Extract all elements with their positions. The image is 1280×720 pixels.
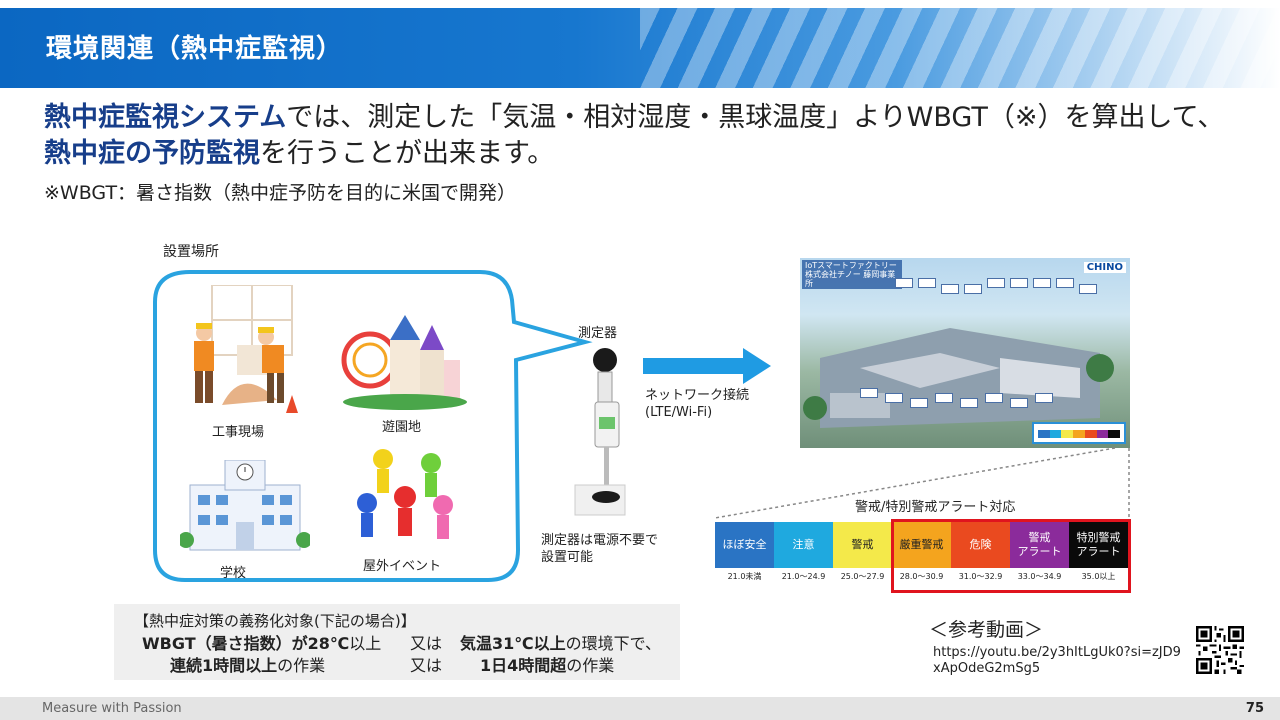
- alert-level-row: ほぼ安全注意警戒厳重警戒危険警戒 アラート特別警戒 アラート: [715, 522, 1128, 568]
- alert-range-label: 21.0〜24.9: [781, 572, 826, 581]
- obligation-text: の作業: [566, 656, 615, 675]
- obligation-line-2b: 1日4時間超の作業: [480, 652, 614, 676]
- network-label-line1: ネットワーク接続: [645, 388, 750, 403]
- sensor-tile: [918, 278, 936, 288]
- obligation-continuous: 連続1時間以上: [170, 656, 278, 675]
- intro-text-1: では、測定した「気温・相対湿度・黒球温度」よりWBGT（※）を算出して、: [286, 102, 1225, 133]
- header-stripes: [640, 8, 1280, 88]
- sensor-tile: [960, 398, 978, 408]
- zoom-connector: [715, 447, 1130, 519]
- alert-range-label: 28.0〜30.9: [899, 572, 944, 581]
- construction-site-illustration: [194, 285, 298, 413]
- factory-map: [803, 328, 1114, 428]
- sensor-tile: [910, 398, 928, 408]
- intro-highlight-system: 熱中症監視システム: [44, 102, 287, 133]
- sensor-tile: [1056, 278, 1074, 288]
- alert-level-cell: 注意: [774, 522, 833, 568]
- alert-range-label: 31.0〜32.9: [958, 572, 1003, 581]
- sensor-tile: [885, 393, 903, 403]
- intro-text-2: を行うことが出来ます。: [260, 138, 555, 169]
- alert-range-label: 21.0未満: [727, 572, 762, 581]
- header-bar: 環境関連（熱中症監視）: [0, 8, 1280, 88]
- obligation-title: 【熱中症対策の義務化対象(下記の場合)】: [134, 612, 416, 630]
- device-note-line1: 測定器は電源不要で: [541, 533, 659, 548]
- obligation-text: 以上: [349, 634, 382, 653]
- obligation-temp: 気温31℃以上: [460, 634, 566, 653]
- outdoor-event-illustration: [357, 449, 453, 539]
- obligation-line-1: WBGT（暑さ指数）が28℃以上: [142, 630, 381, 654]
- obligation-or-1: 又は: [410, 634, 443, 653]
- alert-title: 警戒/特別警戒アラート対応: [855, 500, 1016, 515]
- school-illustration: [180, 460, 310, 551]
- sensor-tile: [985, 393, 1003, 403]
- alert-range-label: 33.0〜34.9: [1017, 572, 1062, 581]
- obligation-text: の環境下で、: [565, 634, 662, 653]
- location-outdoor-event: 屋外イベント: [363, 559, 442, 574]
- sensor-tile: [941, 284, 959, 294]
- network-label-line2: (LTE/Wi-Fi): [645, 405, 713, 420]
- obligation-or-2: 又は: [410, 656, 443, 675]
- wbgt-note: ※WBGT：暑さ指数（熱中症予防を目的に米国で開発）: [44, 182, 517, 204]
- wbgt-sensor-device: [574, 348, 626, 516]
- obligation-wbgt: WBGT（暑さ指数）が28℃: [142, 634, 350, 653]
- sensor-tile: [964, 284, 982, 294]
- sensor-tile: [895, 278, 913, 288]
- amusement-park-illustration: [341, 315, 467, 410]
- alert-range-row: 21.0未満 21.0〜24.9 25.0〜27.9 28.0〜30.9 31.0〜32…: [715, 571, 1128, 582]
- sensor-tile: [987, 278, 1005, 288]
- sensor-tile: [1035, 393, 1053, 403]
- location-school: 学校: [220, 566, 247, 581]
- alert-range-label: 25.0〜27.9: [840, 572, 885, 581]
- alert-level-cell: 特別警戒 アラート: [1069, 522, 1128, 568]
- sensor-tile: [1010, 398, 1028, 408]
- monitoring-dashboard-screenshot: IoTスマートファクトリー 株式会社チノー 藤岡事業所 CHINO: [800, 258, 1130, 448]
- alert-range-label: 35.0以上: [1081, 572, 1116, 581]
- page-title: 環境関連（熱中症監視）: [46, 34, 344, 64]
- dashboard-logo: CHINO: [1083, 262, 1126, 273]
- sensor-tile: [1033, 278, 1051, 288]
- location-amusement-park: 遊園地: [382, 420, 422, 435]
- alert-level-cell: ほぼ安全: [715, 522, 774, 568]
- qr-code-icon[interactable]: [1196, 626, 1244, 674]
- sensor-tile: [935, 393, 953, 403]
- device-note-line2: 設置可能: [541, 550, 594, 565]
- obligation-box: 【熱中症対策の義務化対象(下記の場合)】 WBGT（暑さ指数）が28℃以上 又は…: [114, 604, 680, 680]
- intro-text: 熱中症監視システムでは、測定した「気温・相対湿度・黒球温度」よりWBGT（※）を…: [44, 100, 1244, 172]
- sensor-tile: [1079, 284, 1097, 294]
- obligation-line-1b: 気温31℃以上の環境下で、: [460, 630, 661, 654]
- sensor-tile: [1010, 278, 1028, 288]
- alert-level-cell: 危険: [951, 522, 1010, 568]
- locations-label: 設置場所: [163, 244, 219, 260]
- footer-tagline: Measure with Passion: [42, 701, 182, 716]
- page-number: 75: [1245, 701, 1264, 716]
- network-label: ネットワーク接続 (LTE/Wi-Fi): [645, 387, 749, 421]
- alert-level-cell: 厳重警戒: [892, 522, 951, 568]
- obligation-daily: 1日4時間超: [480, 656, 567, 675]
- dashboard-title: IoTスマートファクトリー 株式会社チノー 藤岡事業所: [802, 260, 902, 289]
- reference-url-link[interactable]: https://youtu.be/2y3hItLgUk0?si=zJD9xApO…: [933, 645, 1181, 676]
- alert-highlight-frame: [891, 519, 1131, 593]
- network-arrow-icon: [643, 348, 771, 384]
- footer-bar: [0, 697, 1280, 720]
- alert-level-cell: 警戒: [833, 522, 892, 568]
- device-note: 測定器は電源不要で 設置可能: [541, 532, 658, 566]
- reference-title: ＜参考動画＞: [929, 619, 1044, 641]
- obligation-text: の作業: [277, 656, 326, 675]
- device-label: 測定器: [578, 326, 618, 341]
- obligation-line-2: 連続1時間以上の作業: [170, 652, 325, 676]
- dashboard-legend: [1032, 422, 1126, 444]
- intro-highlight-prevention: 熱中症の予防監視: [44, 138, 260, 169]
- sensor-tile: [860, 388, 878, 398]
- location-construction: 工事現場: [212, 425, 265, 440]
- alert-level-cell: 警戒 アラート: [1010, 522, 1069, 568]
